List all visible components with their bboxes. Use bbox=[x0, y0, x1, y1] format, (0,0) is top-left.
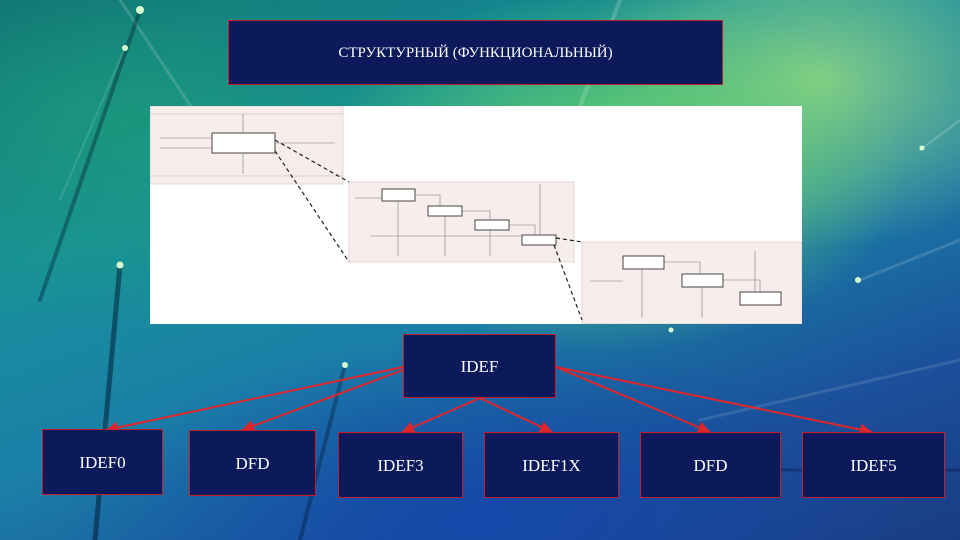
node-idef0: IDEF0 bbox=[42, 429, 163, 495]
node-dfd-1: DFD bbox=[189, 430, 316, 496]
idef0-decomposition-illustration bbox=[150, 106, 802, 324]
node-dfd-2: DFD bbox=[640, 432, 781, 498]
node-idef3: IDEF3 bbox=[338, 432, 463, 498]
node-idef-root: IDEF bbox=[403, 334, 556, 398]
node-idef1x: IDEF1X bbox=[484, 432, 619, 498]
slide-title: СТРУКТУРНЫЙ (ФУНКЦИОНАЛЬНЫЙ) bbox=[228, 20, 723, 85]
node-idef5: IDEF5 bbox=[802, 432, 945, 498]
